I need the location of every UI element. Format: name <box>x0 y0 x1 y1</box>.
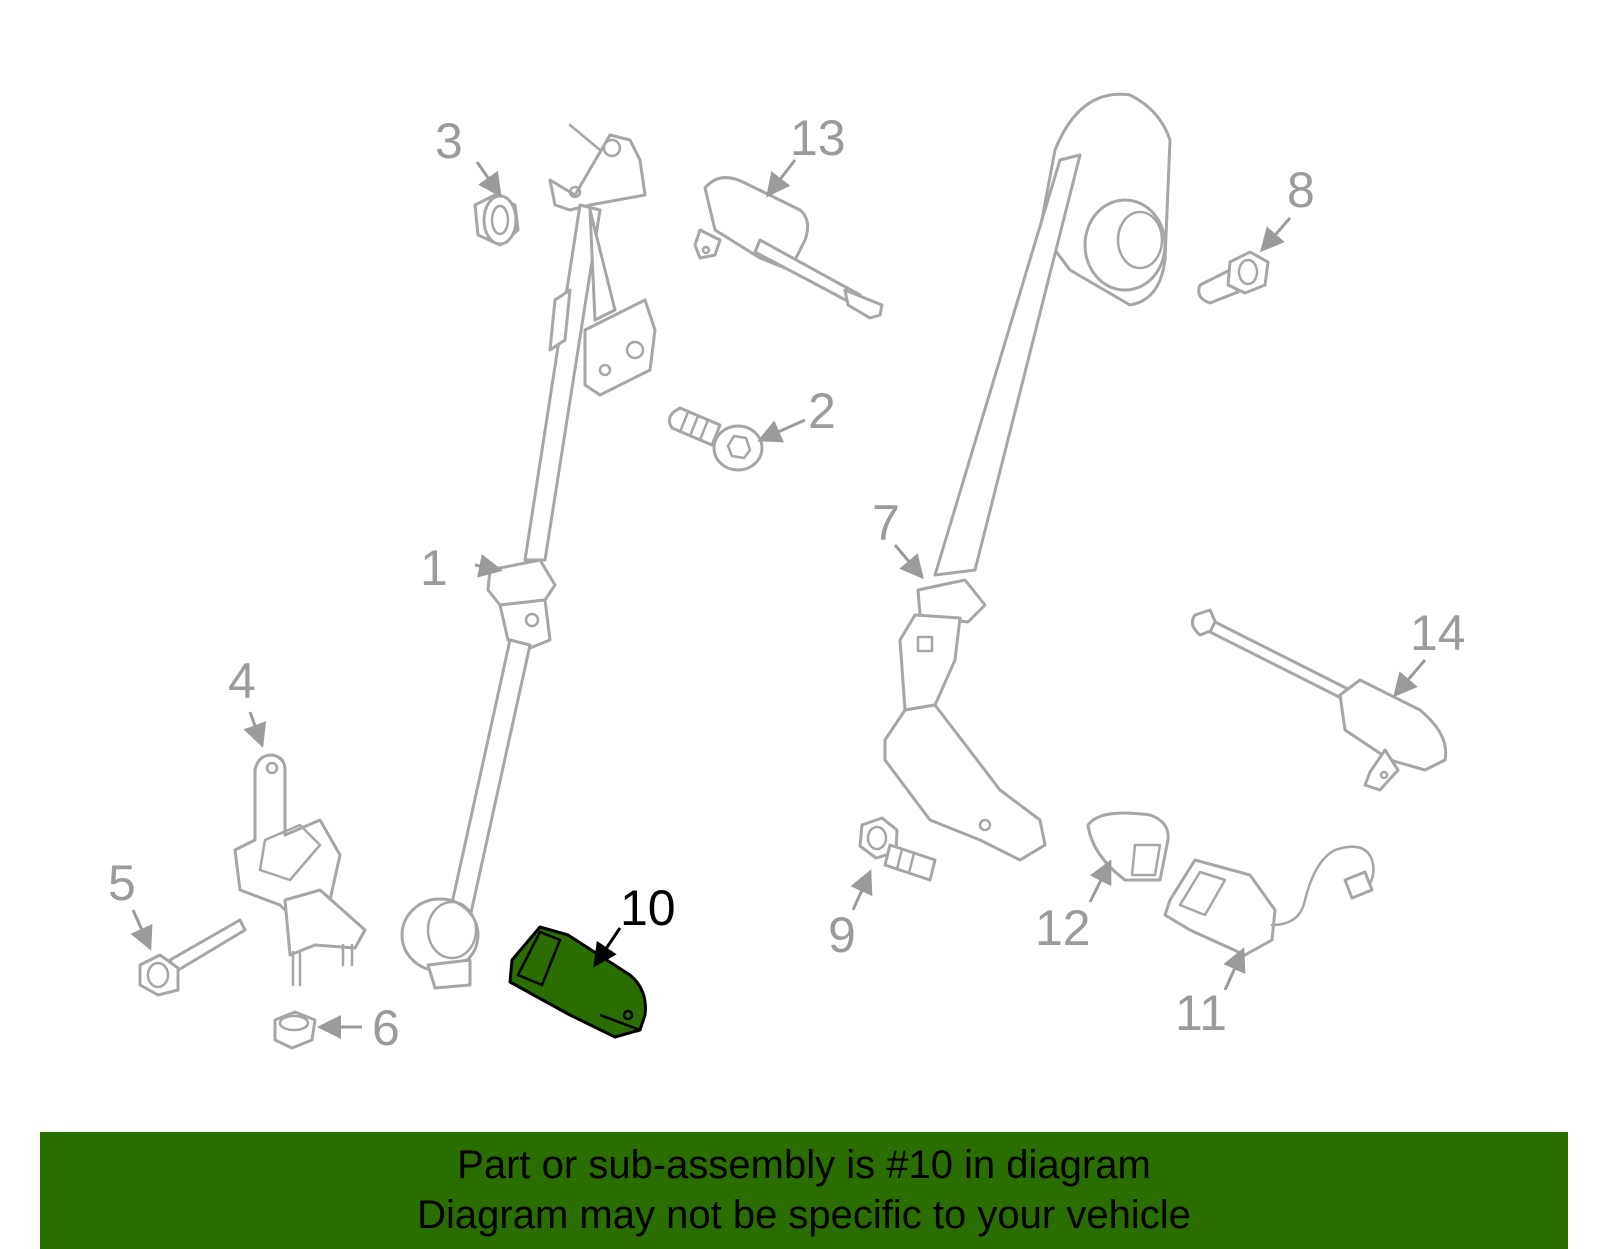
part-12-buckle-cover <box>1086 811 1170 882</box>
callout-9: 9 <box>828 907 856 963</box>
leader-8 <box>1260 217 1292 253</box>
callout-12: 12 <box>1035 900 1091 956</box>
part-10-highlighted <box>508 925 647 1039</box>
leader-4 <box>243 711 267 748</box>
leader-5 <box>130 909 153 951</box>
callout-5: 5 <box>108 855 136 911</box>
callout-6: 6 <box>372 1000 400 1056</box>
callout-7: 7 <box>872 495 900 551</box>
callout-10: 10 <box>620 880 676 936</box>
part-8-bolt <box>1197 250 1270 305</box>
callout-14: 14 <box>1410 605 1466 661</box>
banner-line-2: Diagram may not be specific to your vehi… <box>417 1193 1191 1237</box>
part-6-nut <box>273 1010 317 1050</box>
callout-1: 1 <box>420 540 448 596</box>
leader-lines <box>130 159 1427 1039</box>
leader-11 <box>1223 947 1246 991</box>
leader-13 <box>766 159 797 198</box>
part-14-pretensioner <box>1190 608 1448 792</box>
part-2-bolt <box>667 406 764 472</box>
leader-10 <box>593 927 622 968</box>
leader-3 <box>475 161 502 198</box>
callout-labels: 3 13 8 2 1 7 4 14 5 6 9 12 11 10 <box>108 110 1466 1056</box>
callout-4: 4 <box>228 653 256 709</box>
callout-8: 8 <box>1287 162 1315 218</box>
part-5-bolt <box>138 918 247 997</box>
callout-2: 2 <box>808 383 836 439</box>
leader-2 <box>757 418 806 443</box>
leader-12 <box>1088 859 1112 903</box>
banner-line-1: Part or sub-assembly is #10 in diagram <box>457 1143 1151 1187</box>
callout-11: 11 <box>1175 985 1227 1041</box>
part-4-bracket <box>233 753 367 987</box>
leader-9 <box>850 869 873 911</box>
leader-7 <box>893 544 924 580</box>
callout-13: 13 <box>790 110 846 166</box>
part-3-nut <box>473 193 520 247</box>
part-7-seat-belt <box>883 92 1172 862</box>
leader-1 <box>474 554 503 578</box>
callout-3: 3 <box>435 113 463 169</box>
part-13-pretensioner <box>693 176 884 320</box>
part-1-seat-belt <box>400 123 657 990</box>
part-9-bolt <box>858 816 937 882</box>
leader-14 <box>1393 659 1427 698</box>
part-11-buckle <box>1163 845 1375 957</box>
info-banner: Part or sub-assembly is #10 in diagram D… <box>40 1132 1568 1249</box>
